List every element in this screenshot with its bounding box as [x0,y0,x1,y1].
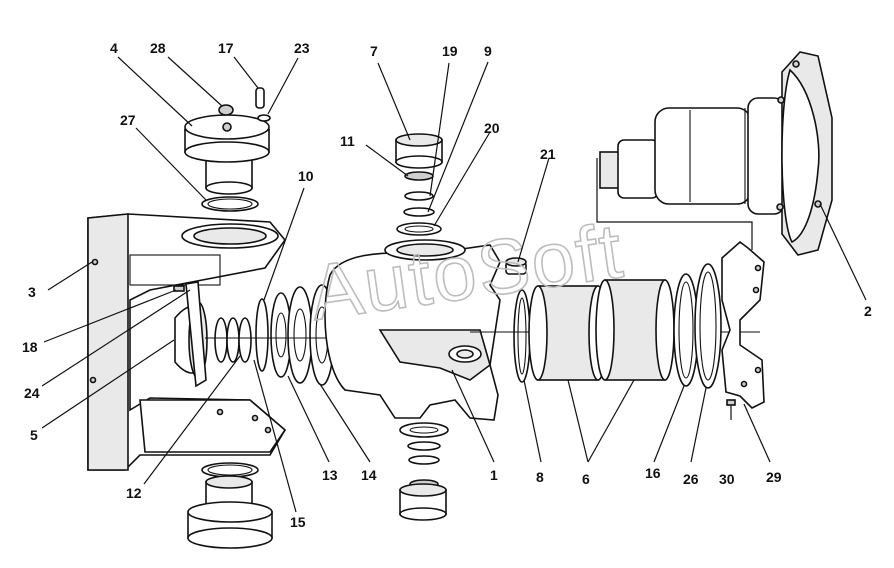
part-19-washer [403,191,435,217]
callout-23: 23 [294,40,310,56]
callout-5: 5 [30,427,38,443]
part-15-spacer [255,298,269,372]
callout-15: 15 [290,514,306,530]
part-11-ring [404,171,434,181]
callout-16: 16 [645,465,661,481]
callout-1: 1 [490,467,498,483]
callout-14: 14 [361,467,377,483]
part-3-housing [87,213,287,471]
leader-lines [41,56,867,513]
callout-17: 17 [218,40,234,56]
part-20-seal [396,222,442,236]
callout-28: 28 [150,40,166,56]
part-23-washer [257,114,271,122]
callout-7: 7 [370,43,378,59]
part-12-shim-rings [214,317,252,363]
callout-11: 11 [340,133,355,149]
part-lower-cap [187,462,273,549]
part-21-plug [505,257,527,275]
part-1-knuckle [324,239,501,421]
callout-9: 9 [484,43,492,59]
callout-19: 19 [442,43,458,59]
callout-30: 30 [719,471,735,487]
callout-6: 6 [582,471,590,487]
callout-24: 24 [24,385,40,401]
part-26-ring [694,263,722,389]
part-7-top-cap [395,133,443,169]
callout-10: 10 [298,168,314,184]
part-16-ring [673,273,699,387]
callout-21: 21 [540,146,556,162]
callout-20: 20 [484,120,500,136]
part-4-top-cap [184,114,270,195]
part-6-bushings [528,279,675,381]
callout-12: 12 [126,485,142,501]
callout-labels: 4 28 17 23 27 10 7 19 9 11 20 21 3 18 24… [22,40,872,530]
part-28-nut [218,104,234,116]
part-30-screw [726,399,736,420]
part-29-bracket [721,240,765,409]
part-2-hub-assembly [599,51,833,256]
part-17-bolt [255,87,265,109]
assembly-connector [596,158,753,250]
part-24-plate [185,281,207,388]
part-27-seal-ring [201,196,259,212]
part-18-screw [173,285,185,292]
part-bottom-stack [399,422,449,521]
callout-3: 3 [28,284,36,300]
callout-27: 27 [120,112,136,128]
callout-2: 2 [864,303,872,319]
callout-13: 13 [322,467,338,483]
callout-29: 29 [766,469,782,485]
callout-4: 4 [110,40,118,56]
callout-26: 26 [683,471,699,487]
callout-18: 18 [22,339,38,355]
callout-8: 8 [536,469,544,485]
